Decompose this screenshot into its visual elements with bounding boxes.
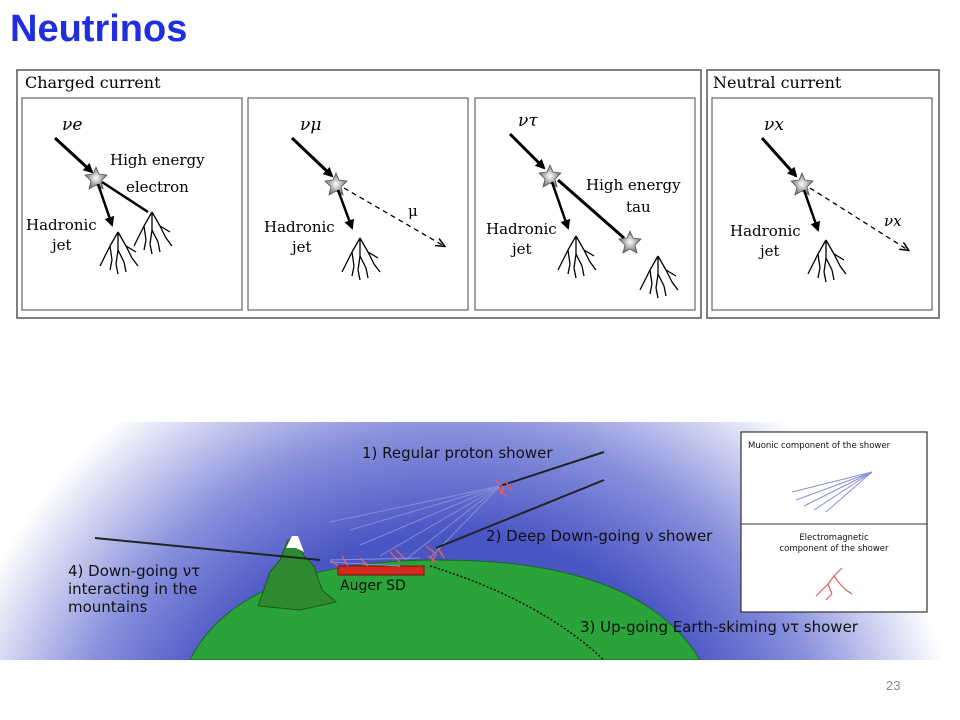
neutrino-label: νμ	[300, 115, 321, 135]
label-downgoing-1: 4) Down-going ντ	[68, 562, 200, 580]
product-line-1: High energy	[110, 151, 205, 169]
panel-tau-neutrino: ντ High energy tau Hadronic jet	[474, 97, 696, 311]
product-line-2: electron	[126, 178, 189, 196]
shower-scene: 1) Regular proton shower 2) Deep Down-go…	[0, 422, 944, 660]
product-line-1: νx	[884, 212, 902, 230]
mountains	[257, 539, 338, 611]
slide-title: Neutrinos	[10, 8, 188, 50]
jet-label-1: Hadronic	[26, 216, 97, 234]
em-shower-icon	[815, 567, 853, 601]
neutrino-label: νe	[62, 115, 82, 135]
product-line-2: tau	[626, 198, 651, 216]
jet-label-1: Hadronic	[264, 218, 335, 236]
shower-legend: Muonic component of the shower Electroma…	[740, 431, 928, 613]
panel-neutral-current: νx νx Hadronic jet	[711, 97, 933, 311]
panel-muon-neutrino: νμ μ Hadronic jet	[247, 97, 469, 311]
product-line-1: μ	[408, 202, 418, 220]
neutrino-label: νx	[764, 115, 784, 135]
label-downgoing-3: mountains	[68, 598, 148, 616]
jet-label-1: Hadronic	[486, 220, 557, 238]
label-auger-sd: Auger SD	[340, 578, 406, 594]
jet-label-2: jet	[510, 240, 532, 258]
jet-label-2: jet	[290, 238, 312, 256]
label-regular-shower: 1) Regular proton shower	[362, 444, 553, 462]
neutral-current-label: Neutral current	[713, 73, 842, 92]
charged-current-label: Charged current	[25, 73, 161, 92]
jet-label-2: jet	[758, 242, 780, 260]
page-number: 23	[886, 678, 901, 693]
muon-tracks-icon	[791, 471, 873, 513]
legend-em-label-1: Electromagnetic	[799, 533, 869, 543]
panel-electron-neutrino: νe High energy electron Hadronic jet	[21, 97, 243, 311]
legend-muonic-label: Muonic component of the shower	[748, 441, 891, 451]
product-line-1: High energy	[586, 176, 681, 194]
neutrino-label: ντ	[518, 111, 538, 131]
jet-label-2: jet	[50, 236, 72, 254]
auger-detector	[337, 565, 425, 576]
legend-em-label-2: component of the shower	[779, 544, 889, 554]
label-downgoing-2: interacting in the	[68, 580, 197, 598]
label-upgoing-shower: 3) Up-going Earth-skiming ντ shower	[580, 618, 859, 636]
jet-label-1: Hadronic	[730, 222, 801, 240]
snow-cap	[286, 536, 304, 552]
label-deep-shower: 2) Deep Down-going ν shower	[486, 527, 713, 545]
neutral-current-box: Neutral current	[706, 69, 940, 319]
